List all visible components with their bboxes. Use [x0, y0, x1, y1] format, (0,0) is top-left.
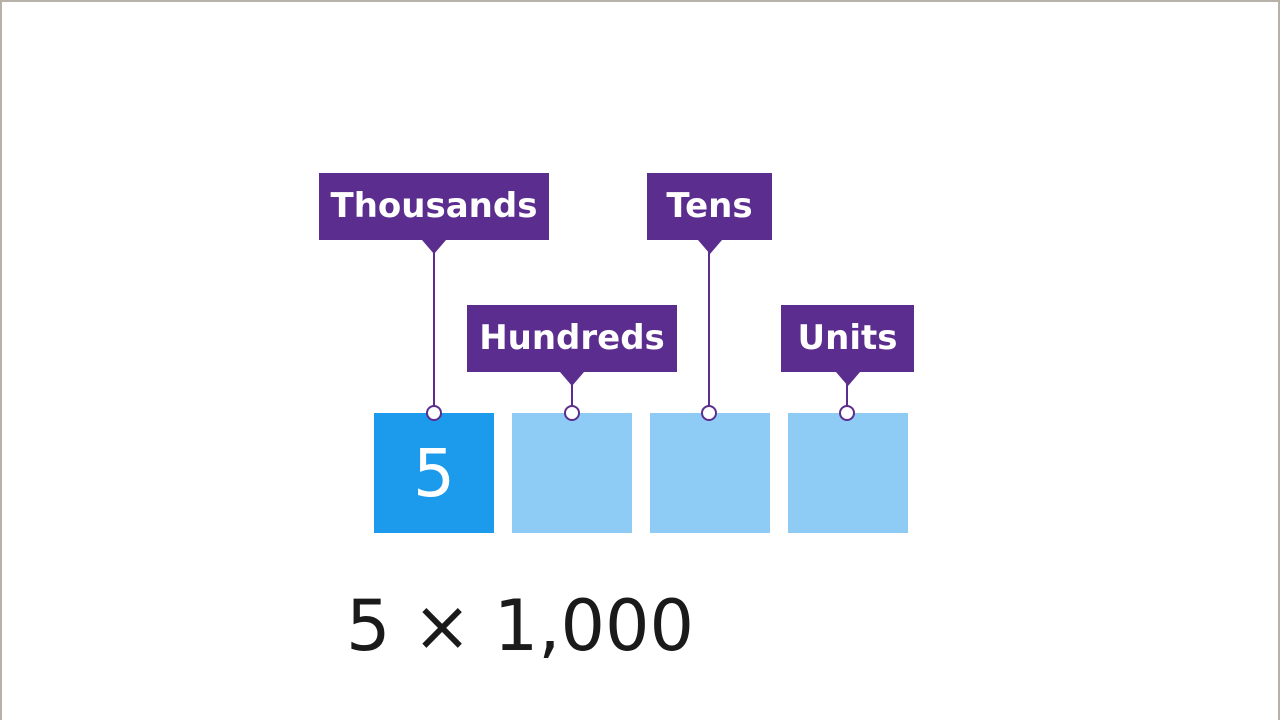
- digit-thousands: 5: [413, 434, 455, 512]
- label-background: [781, 305, 914, 372]
- label-hundreds-text: Hundreds: [479, 318, 665, 358]
- box-tens: [650, 413, 770, 533]
- label-units: Units: [781, 305, 914, 386]
- label-pointer: [697, 240, 722, 254]
- leader-line-hundreds: [571, 384, 573, 406]
- leader-line-thousands: [433, 252, 435, 406]
- connector-dot-tens: [701, 405, 717, 421]
- label-tens: Tens: [647, 173, 772, 254]
- box-hundreds: [512, 413, 632, 533]
- connector-dot-hundreds: [564, 405, 580, 421]
- connector-dot-thousands: [426, 405, 442, 421]
- label-tens-text: Tens: [666, 186, 753, 226]
- label-units-text: Units: [797, 318, 898, 358]
- label-thousands: Thousands: [319, 173, 549, 254]
- label-pointer: [835, 372, 860, 386]
- box-units: [788, 413, 908, 533]
- label-background: [467, 305, 677, 372]
- connector-dot-units: [839, 405, 855, 421]
- leader-line-units: [846, 384, 848, 406]
- label-thousands-text: Thousands: [330, 186, 538, 226]
- leader-line-tens: [708, 252, 710, 406]
- label-background: [319, 173, 549, 240]
- label-hundreds: Hundreds: [467, 305, 677, 386]
- box-thousands: 5: [374, 413, 494, 533]
- label-background: [647, 173, 772, 240]
- label-pointer: [422, 240, 446, 254]
- expression-text: 5 × 1,000: [346, 585, 695, 667]
- label-pointer: [560, 372, 584, 386]
